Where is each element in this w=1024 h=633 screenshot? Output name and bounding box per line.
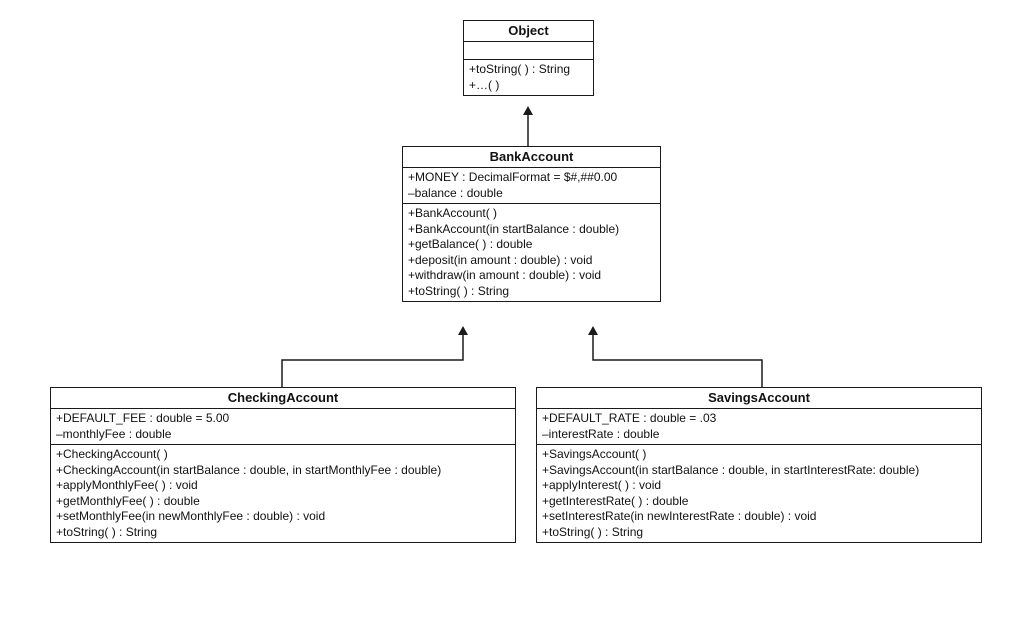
class-checkingaccount: CheckingAccount +DEFAULT_FEE : double = … <box>50 387 516 543</box>
attributes-section <box>464 42 593 60</box>
operation-row: +BankAccount( ) <box>408 206 498 220</box>
operations-section: +CheckingAccount( )+CheckingAccount(in s… <box>51 445 515 542</box>
class-bankaccount: BankAccount +MONEY : DecimalFormat = $#,… <box>402 146 661 302</box>
operation-row: +toString( ) : String <box>408 283 510 298</box>
class-savingsaccount: SavingsAccount +DEFAULT_RATE : double = … <box>536 387 982 543</box>
class-object: Object +toString( ) : String+…( ) <box>463 20 594 96</box>
operation-row: +CheckingAccount( ) <box>56 447 168 461</box>
operation-row: +applyInterest( ) : void <box>542 478 662 492</box>
attribute-row: +DEFAULT_RATE : double = .03 <box>542 411 717 425</box>
operation-row: +setInterestRate(in newInterestRate : do… <box>542 509 817 523</box>
class-name: Object <box>464 21 593 42</box>
class-name: BankAccount <box>403 147 660 168</box>
operation-row: +getInterestRate( ) : double <box>542 493 689 508</box>
operation-row: +…( ) <box>469 77 500 92</box>
attributes-section: +MONEY : DecimalFormat = $#,##0.00–balan… <box>403 168 660 204</box>
operations-section: +BankAccount( )+BankAccount(in startBala… <box>403 204 660 301</box>
operation-row: +CheckingAccount(in startBalance : doubl… <box>56 462 442 477</box>
inherit-line-checking-bankaccount <box>281 334 464 387</box>
operation-row: +SavingsAccount(in startBalance : double… <box>542 462 920 477</box>
arrowhead-bankaccount-right <box>588 326 598 335</box>
operation-row: +getBalance( ) : double <box>408 237 533 251</box>
operations-section: +toString( ) : String+…( ) <box>464 60 593 95</box>
operation-row: +deposit(in amount : double) : void <box>408 252 593 267</box>
operation-row: +toString( ) : String <box>56 524 158 539</box>
operation-row: +SavingsAccount( ) <box>542 447 647 461</box>
attributes-section: +DEFAULT_FEE : double = 5.00–monthlyFee … <box>51 409 515 445</box>
attribute-row: +DEFAULT_FEE : double = 5.00 <box>56 411 230 425</box>
inherit-line-savings-bankaccount <box>592 334 763 387</box>
arrowhead-bankaccount-left <box>458 326 468 335</box>
operation-row: +applyMonthlyFee( ) : void <box>56 478 198 492</box>
operation-row: +setMonthlyFee(in newMonthlyFee : double… <box>56 509 326 523</box>
class-name: SavingsAccount <box>537 388 981 409</box>
attributes-section: +DEFAULT_RATE : double = .03–interestRat… <box>537 409 981 445</box>
arrowhead-object <box>523 106 533 115</box>
operation-row: +withdraw(in amount : double) : void <box>408 268 602 282</box>
operation-row: +getMonthlyFee( ) : double <box>56 493 200 508</box>
attribute-row: –balance : double <box>408 185 503 200</box>
operation-row: +BankAccount(in startBalance : double) <box>408 221 620 236</box>
attribute-row: –interestRate : double <box>542 426 660 441</box>
operation-row: +toString( ) : String <box>469 62 571 76</box>
operations-section: +SavingsAccount( )+SavingsAccount(in sta… <box>537 445 981 542</box>
attribute-row: –monthlyFee : double <box>56 426 172 441</box>
class-name: CheckingAccount <box>51 388 515 409</box>
attribute-row: +MONEY : DecimalFormat = $#,##0.00 <box>408 170 618 184</box>
operation-row: +toString( ) : String <box>542 524 644 539</box>
